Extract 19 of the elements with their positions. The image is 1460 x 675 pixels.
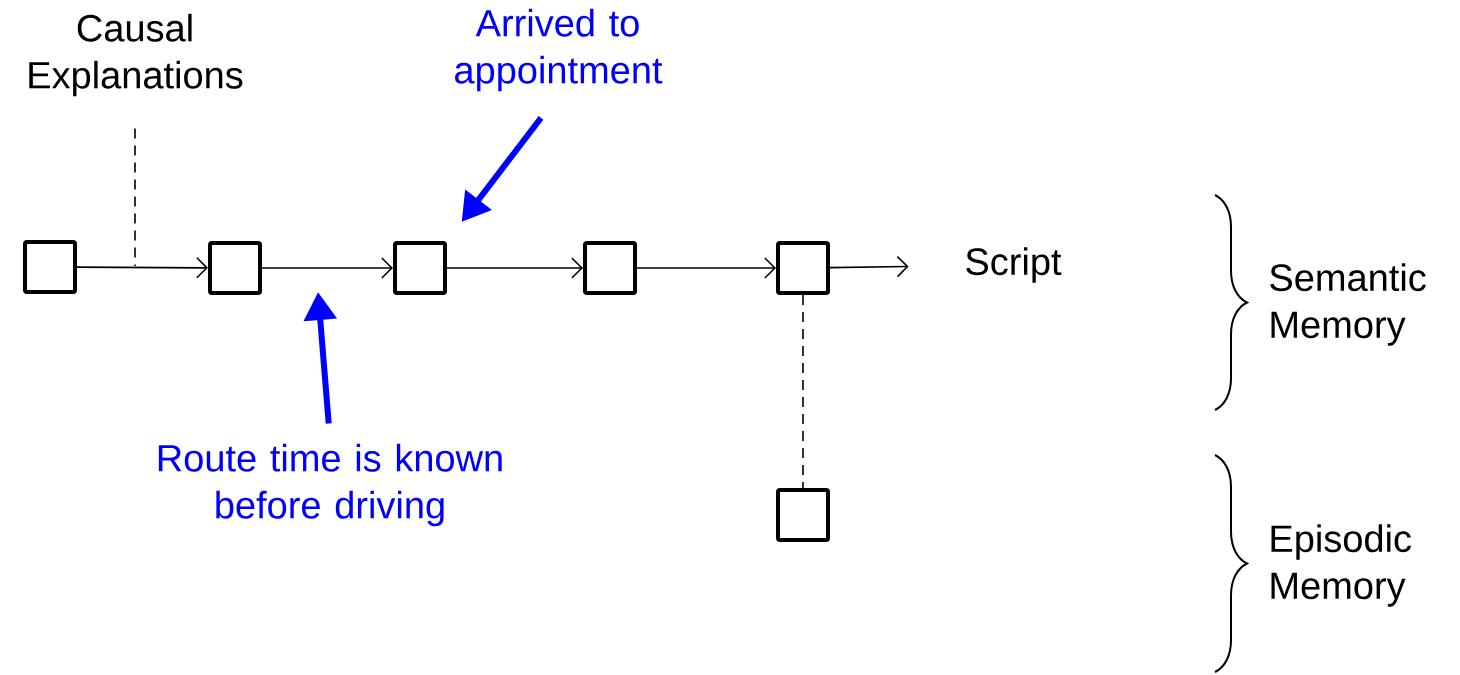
text-label: Semantic Memory <box>1270 263 1426 346</box>
square-box <box>23 240 77 294</box>
square-box <box>208 241 262 295</box>
text-label: Episodic Memory <box>1271 524 1411 607</box>
arrow <box>636 257 776 279</box>
dashed-line <box>802 294 804 489</box>
text-label: Causal Explanations <box>29 13 243 97</box>
arrow <box>829 255 909 278</box>
square-box <box>583 241 637 295</box>
arrow <box>446 257 583 279</box>
square-box <box>776 241 830 295</box>
arrow <box>76 257 208 279</box>
square-box <box>776 488 830 542</box>
text-label: Script <box>966 247 1062 283</box>
square-box <box>393 241 447 295</box>
arrow <box>261 257 393 279</box>
text-label: Route time is known before driving <box>158 443 502 527</box>
dashed-line <box>134 127 136 267</box>
text-label: Arrived to appointment <box>455 8 663 92</box>
